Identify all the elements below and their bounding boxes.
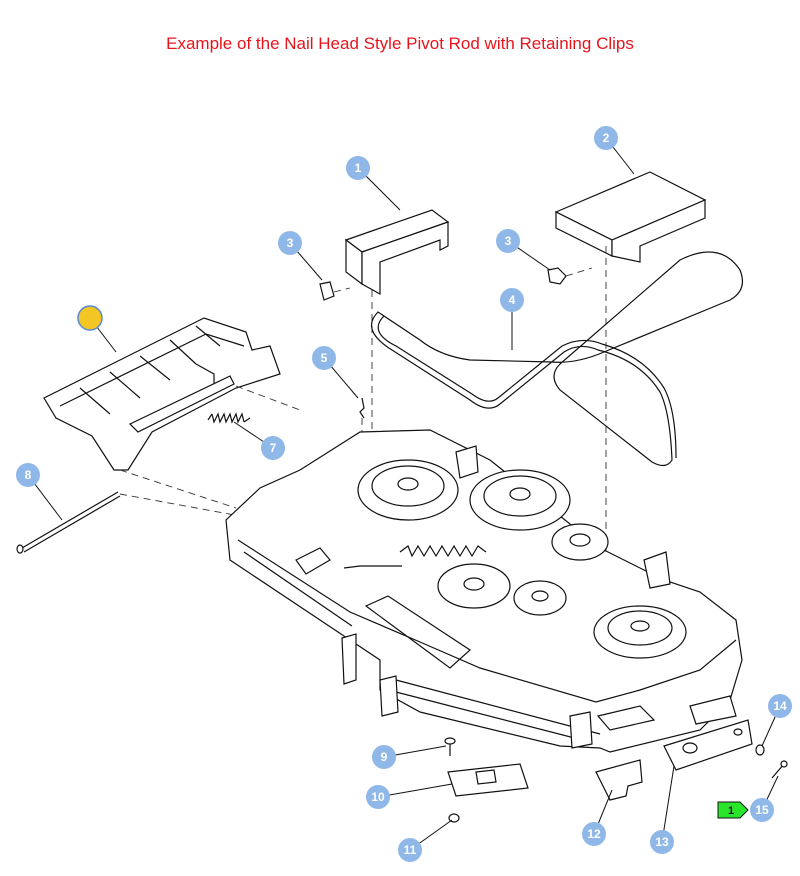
washer[interactable] xyxy=(755,744,765,756)
belt-cover-left[interactable] xyxy=(344,209,450,470)
belt-cover-right[interactable] xyxy=(554,171,707,560)
callout-label: 14 xyxy=(773,699,787,713)
callout-11[interactable]: 11 xyxy=(398,838,422,862)
callout-10[interactable]: 10 xyxy=(366,785,390,809)
mower-deck[interactable] xyxy=(225,429,743,753)
bolt[interactable] xyxy=(444,737,456,756)
callout-label: 8 xyxy=(25,468,32,482)
drive-belt[interactable] xyxy=(370,251,743,467)
screw[interactable] xyxy=(771,760,788,779)
page-title: Example of the Nail Head Style Pivot Rod… xyxy=(166,34,634,53)
callout-3-right[interactable]: 3 xyxy=(496,229,520,253)
knob-left[interactable] xyxy=(319,281,351,301)
callout-label: 7 xyxy=(270,441,277,455)
callout-2[interactable]: 2 xyxy=(594,126,618,150)
callout-label: 4 xyxy=(509,293,516,307)
callout-9[interactable]: 9 xyxy=(372,745,396,769)
pulley-idler-center xyxy=(513,580,567,616)
knob-right[interactable] xyxy=(547,267,593,285)
callout-label: 1 xyxy=(355,161,362,175)
highlight-marker[interactable] xyxy=(77,305,103,331)
callout-1[interactable]: 1 xyxy=(346,156,370,180)
callout-label: 9 xyxy=(381,750,388,764)
callout-4[interactable]: 4 xyxy=(500,288,524,312)
callout-5[interactable]: 5 xyxy=(312,346,336,370)
bracket-12[interactable] xyxy=(595,759,643,801)
callout-label: 13 xyxy=(655,835,669,849)
callout-label: 3 xyxy=(505,234,512,248)
callout-label: 11 xyxy=(404,843,417,857)
callout-label: 3 xyxy=(287,236,294,250)
mounting-plate[interactable] xyxy=(447,763,529,797)
callout-15[interactable]: 15 xyxy=(750,798,774,822)
pulley-center xyxy=(469,469,571,531)
callout-13[interactable]: 13 xyxy=(650,830,674,854)
callout-label: 5 xyxy=(321,351,328,365)
callout-label: 12 xyxy=(587,827,601,841)
pulley-left xyxy=(357,459,459,521)
callout-7[interactable]: 7 xyxy=(261,436,285,460)
torsion-spring[interactable] xyxy=(207,412,251,424)
pulley-right xyxy=(593,605,687,659)
callout-label: 15 xyxy=(755,803,769,817)
callout-12[interactable]: 12 xyxy=(582,822,606,846)
callout-8[interactable]: 8 xyxy=(16,463,40,487)
green-tag[interactable]: 1 xyxy=(717,801,749,819)
bracket-13[interactable] xyxy=(663,719,753,771)
callout-3-left[interactable]: 3 xyxy=(278,231,302,255)
pulley-idler-right xyxy=(551,523,609,561)
callout-label: 2 xyxy=(603,131,610,145)
green-tag-label: 1 xyxy=(728,805,734,817)
pivot-rod[interactable] xyxy=(16,491,241,554)
callout-label: 10 xyxy=(371,790,385,804)
discharge-chute[interactable] xyxy=(43,317,301,509)
callout-14[interactable]: 14 xyxy=(768,694,792,718)
pulley-middle xyxy=(437,563,511,609)
